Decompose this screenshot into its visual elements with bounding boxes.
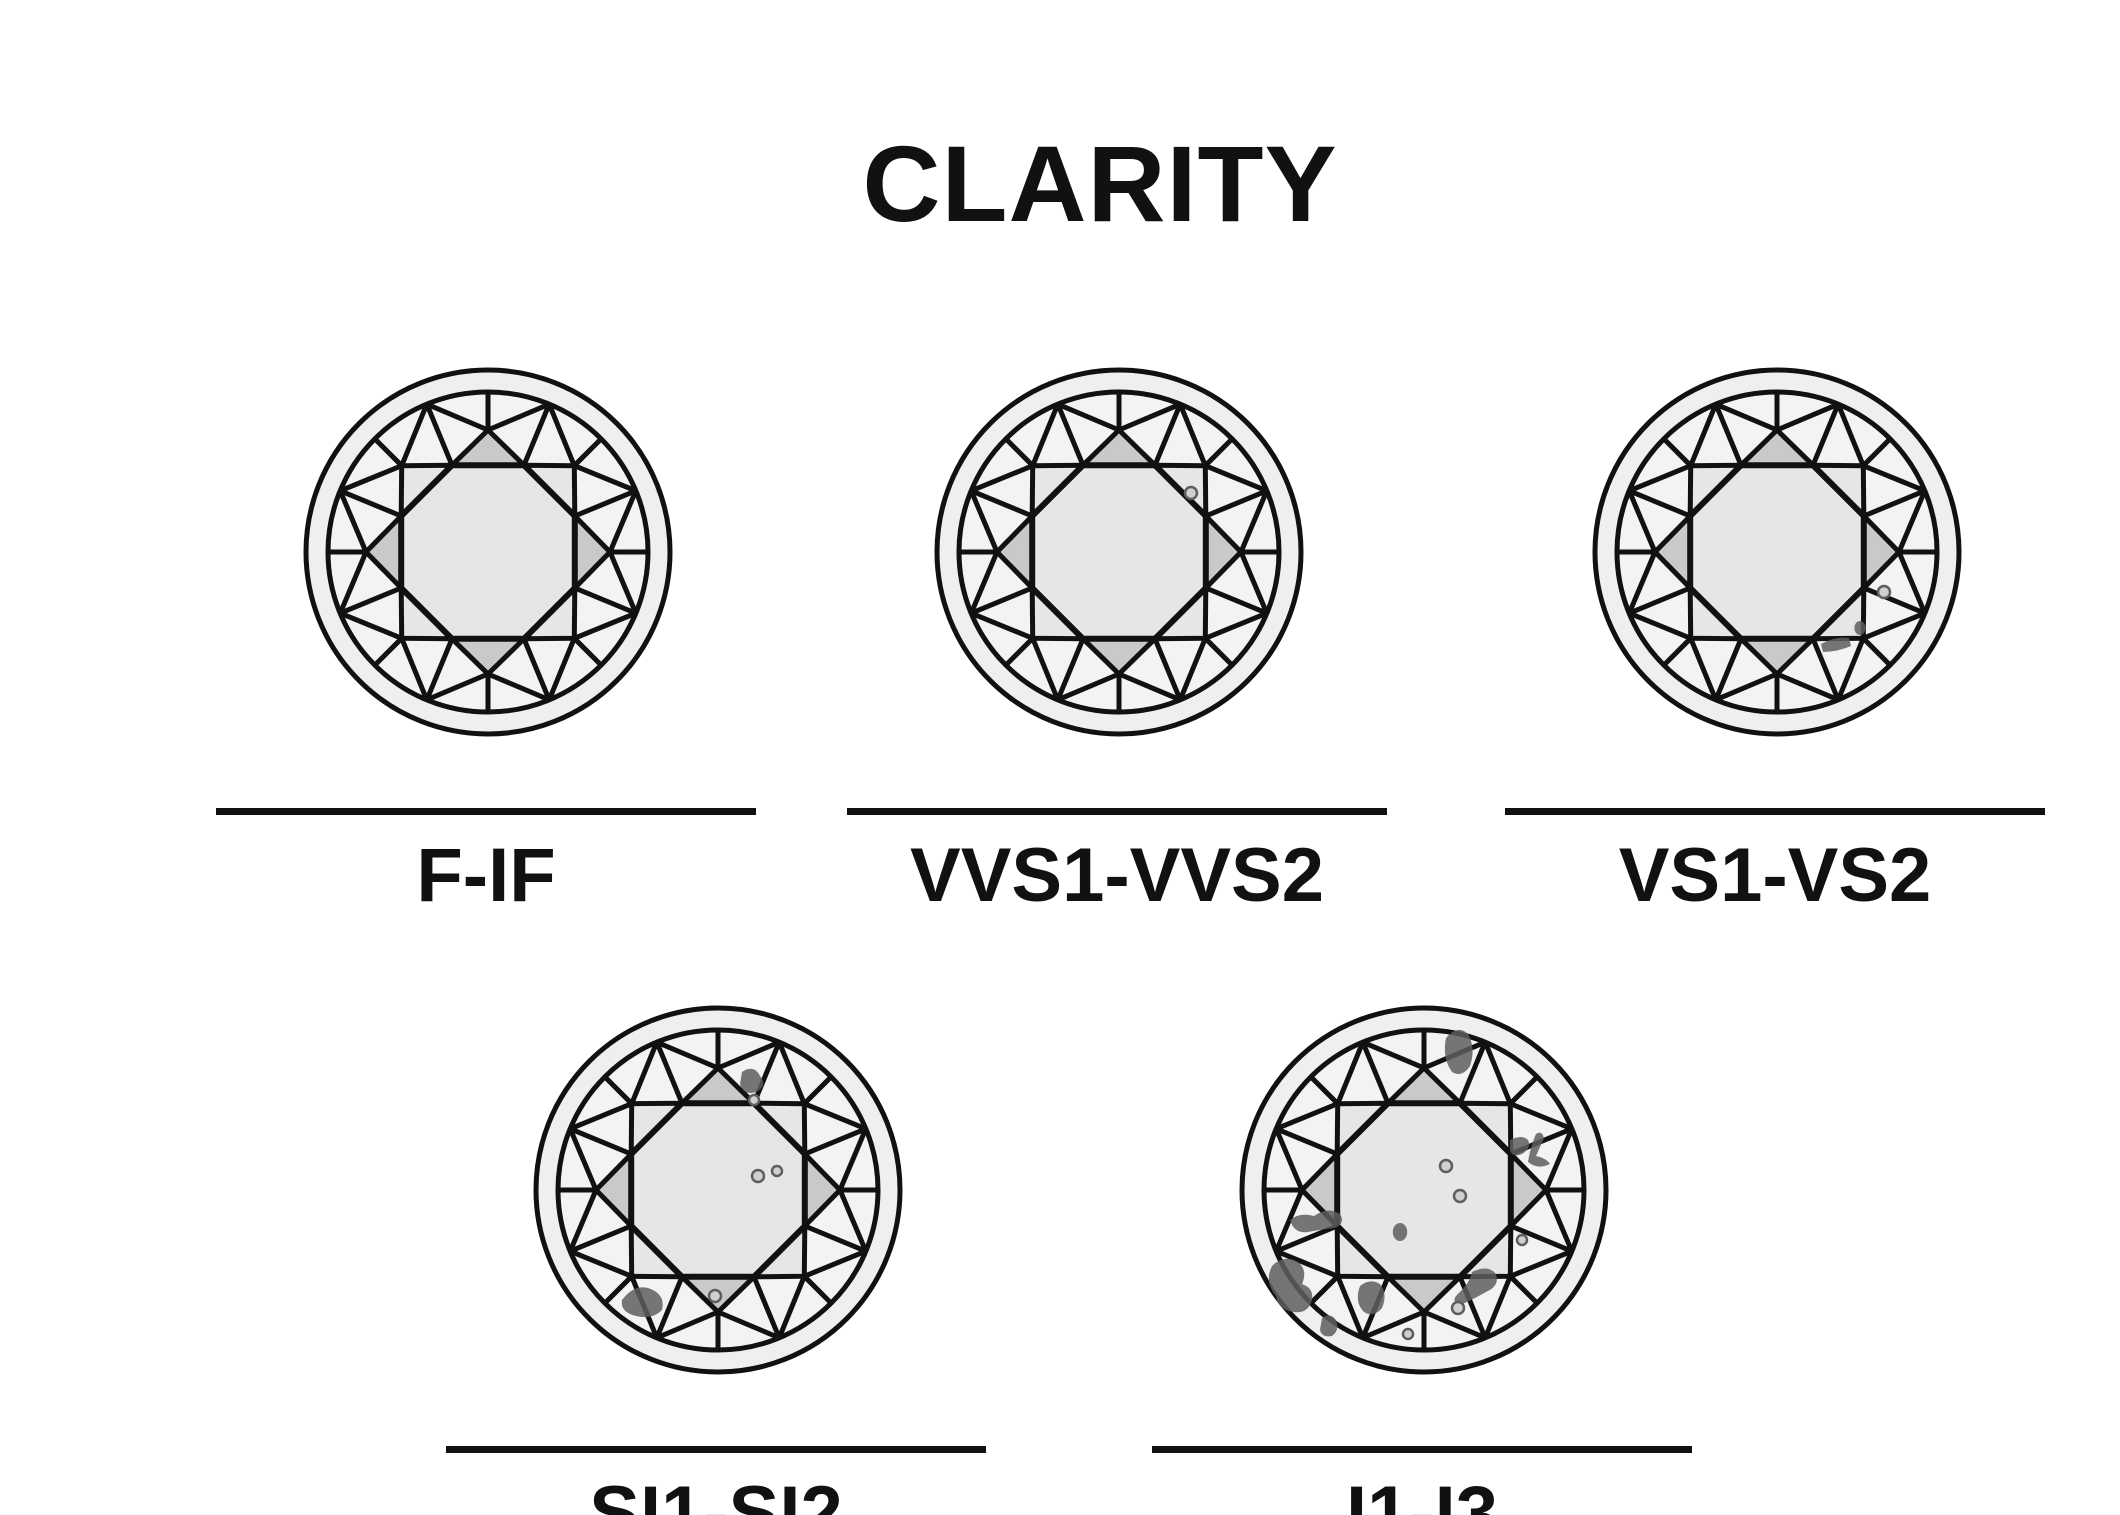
- diamond-icon: [1592, 367, 1962, 737]
- table-facet: [1029, 462, 1209, 642]
- grade-label: VVS1-VVS2: [910, 833, 1324, 918]
- inclusion-mark: [1438, 1158, 1454, 1174]
- grade-vvs1-vvs2: VVS1-VVS2: [847, 362, 1387, 914]
- grade-divider: [847, 808, 1387, 815]
- inclusion-mark: [1357, 1281, 1385, 1315]
- grade-si1-si2: SI1-SI2: [446, 1000, 986, 1515]
- diagram-title: CLARITY: [862, 123, 1338, 244]
- girdle-facet-lines: [1617, 392, 1937, 712]
- diamond-icon: [934, 367, 1304, 737]
- inclusion-mark: [740, 1068, 764, 1093]
- girdle-facet-lines: [328, 392, 648, 712]
- inclusion-mark: [1444, 1029, 1473, 1074]
- inclusion-mark: [1876, 584, 1892, 600]
- grade-label: I1-I3: [1345, 1471, 1499, 1515]
- inclusion-mark: [1268, 1258, 1313, 1313]
- table-facet: [1687, 462, 1867, 642]
- inclusion-mark: [1454, 1268, 1497, 1306]
- grade-label: VS1-VS2: [1618, 833, 1932, 918]
- inclusion-mark: [1392, 1223, 1408, 1241]
- inclusion-mark: [1183, 485, 1199, 501]
- inclusion-mark: [1290, 1210, 1342, 1233]
- diamond-icon: [303, 367, 673, 737]
- inclusion-mark: [1452, 1188, 1468, 1204]
- inclusion-mark: [1854, 621, 1866, 635]
- grade-label: SI1-SI2: [589, 1471, 843, 1515]
- girdle-facet-lines: [558, 1030, 878, 1350]
- inclusion-mark: [1510, 1137, 1530, 1156]
- grade-vs1-vs2: VS1-VS2: [1505, 362, 2045, 914]
- inclusion-mark: [747, 1093, 761, 1107]
- inclusion-mark: [707, 1288, 723, 1304]
- diamond-icon: [533, 1005, 903, 1375]
- inclusion-mark: [621, 1287, 663, 1318]
- diamond-icon: [1239, 1005, 1609, 1375]
- table-facet: [628, 1100, 808, 1280]
- inclusion-mark: [1528, 1132, 1550, 1167]
- inclusion-mark: [1450, 1300, 1466, 1316]
- grade-f-if: F-IF: [216, 362, 756, 914]
- girdle-facet-lines: [959, 392, 1279, 712]
- inclusion-mark: [770, 1164, 784, 1178]
- inclusion-mark: [750, 1168, 766, 1184]
- grade-divider: [1152, 1446, 1692, 1453]
- grade-label: F-IF: [416, 833, 556, 918]
- inclusion-mark: [1821, 637, 1851, 652]
- table-facet: [1334, 1100, 1514, 1280]
- inclusion-mark: [1320, 1315, 1338, 1337]
- table-facet: [398, 462, 578, 642]
- grade-divider: [216, 808, 756, 815]
- inclusion-mark: [1515, 1233, 1529, 1247]
- grade-i1-i3: I1-I3: [1152, 1000, 1692, 1515]
- grade-divider: [446, 1446, 986, 1453]
- grade-divider: [1505, 808, 2045, 815]
- inclusion-mark: [1401, 1327, 1415, 1341]
